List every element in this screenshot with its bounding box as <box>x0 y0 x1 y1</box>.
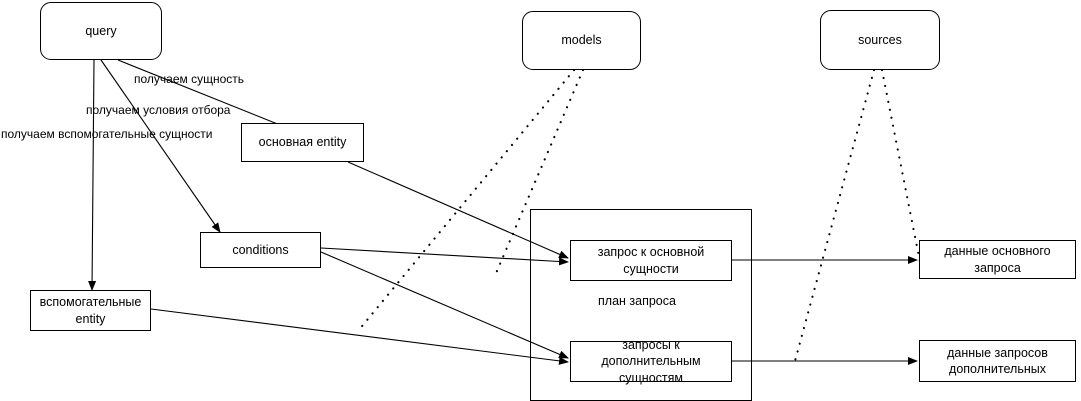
edge-aux-entity-to-extra-queries <box>150 308 569 365</box>
node-extra-data-line-1: данные запросов <box>947 345 1048 360</box>
node-main-query-line-2: сущности <box>623 261 679 276</box>
edge-query-to-aux-entity <box>88 59 97 291</box>
node-aux-entity-label: вспомогательные entity <box>40 294 142 327</box>
node-aux-entity[interactable]: вспомогательные entity <box>30 290 151 331</box>
node-main-data-label: данные основного запроса <box>944 244 1051 275</box>
node-extra-data-label: данные запросов дополнительных <box>947 345 1048 378</box>
node-query[interactable]: query <box>40 2 162 60</box>
node-models-label: models <box>561 33 602 48</box>
node-sources-label: sources <box>858 32 902 47</box>
edge-models-dotted-right <box>492 68 585 280</box>
node-main-entity[interactable]: основная entity <box>241 123 364 162</box>
node-extra-queries-line-1: запросы к дополнительным <box>601 337 701 369</box>
node-conditions[interactable]: conditions <box>200 232 321 268</box>
node-main-query-line-1: запрос к основной <box>597 245 705 259</box>
node-extra-queries[interactable]: запросы к дополнительным сущностям <box>570 338 732 385</box>
edge-label-get-aux-entities: получаем вспомогательные сущности <box>1 127 213 141</box>
node-models[interactable]: models <box>522 11 641 70</box>
edge-main-entity-to-main-query <box>347 161 569 259</box>
node-extra-data-line-2: дополнительных <box>949 362 1046 376</box>
edge-query-to-main-entity <box>117 59 296 132</box>
node-main-query[interactable]: запрос к основной сущности <box>570 240 732 281</box>
edge-sources-dotted-right <box>880 68 922 264</box>
node-extra-data[interactable]: данные запросов дополнительных <box>919 340 1076 382</box>
edge-label-get-entity: получаем сущность <box>134 72 245 86</box>
node-conditions-label: conditions <box>232 242 289 257</box>
node-query-label: query <box>85 23 117 38</box>
plan-container-caption: план запроса <box>598 294 676 308</box>
edge-sources-dotted-left <box>793 68 876 363</box>
edge-query-to-conditions <box>100 59 221 233</box>
node-aux-entity-line-1: вспомогательные <box>39 295 142 309</box>
node-main-query-label: запрос к основной сущности <box>598 244 705 277</box>
edge-conditions-to-extra-queries <box>320 251 569 359</box>
node-main-entity-label: основная entity <box>258 135 347 150</box>
node-sources[interactable]: sources <box>820 10 940 70</box>
edge-label-get-conditions: получаем условия отбора <box>86 103 231 117</box>
node-extra-queries-label: запросы к дополнительным сущностям <box>576 337 726 387</box>
node-aux-entity-line-2: entity <box>75 311 106 326</box>
edge-conditions-to-main-query <box>320 247 569 266</box>
node-main-data[interactable]: данные основного запроса <box>919 240 1076 279</box>
node-extra-queries-line-2: сущностям <box>619 370 683 385</box>
edge-models-dotted-left <box>356 68 576 333</box>
